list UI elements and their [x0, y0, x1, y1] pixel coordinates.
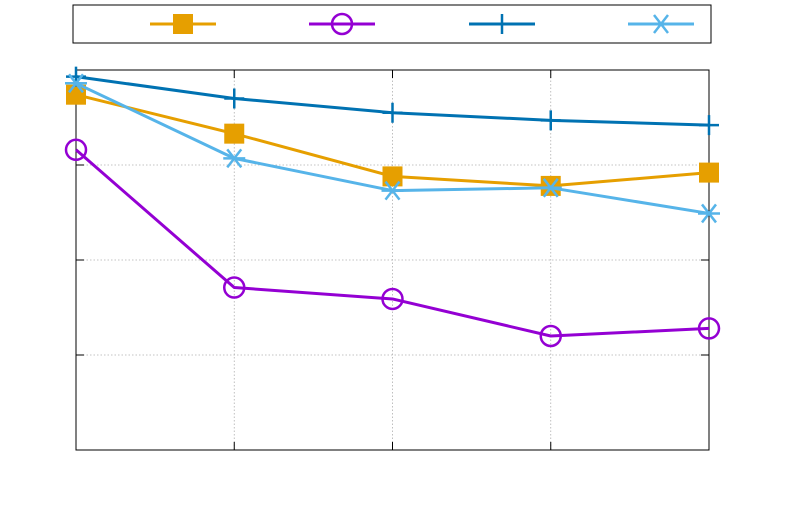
legend-item-3	[469, 14, 535, 34]
legend-swatch-marker	[650, 14, 672, 34]
series-4	[65, 73, 720, 224]
series-4-point	[65, 73, 87, 94]
legend-item-1	[150, 14, 216, 34]
series-3-point	[224, 88, 245, 109]
series-2-point	[697, 317, 721, 340]
series-3-point	[382, 102, 403, 123]
series-4-point	[223, 148, 246, 169]
legend-item-2	[309, 12, 375, 36]
legend-item-4	[628, 14, 694, 34]
legend-swatch-marker	[330, 12, 354, 36]
series-1-point	[224, 123, 245, 144]
series-2-point	[223, 276, 246, 299]
series-2-point	[539, 324, 562, 348]
series-4-point	[698, 203, 720, 224]
series-4-point	[539, 178, 562, 198]
series-1-point	[382, 166, 403, 187]
axis-ticks	[75, 70, 710, 450]
series-2-point	[381, 287, 404, 311]
legend-swatch-marker	[173, 14, 193, 34]
legend	[72, 4, 712, 44]
series-3-point	[540, 110, 561, 131]
series-3-point	[699, 115, 719, 136]
legend-swatch-marker	[492, 14, 512, 34]
series-group	[64, 66, 721, 348]
series-2-point	[64, 138, 88, 162]
grid	[76, 70, 709, 450]
series-2	[64, 138, 721, 348]
series-2-line	[75, 148, 710, 338]
series-1-point	[699, 162, 719, 183]
series-4-point	[381, 180, 404, 201]
